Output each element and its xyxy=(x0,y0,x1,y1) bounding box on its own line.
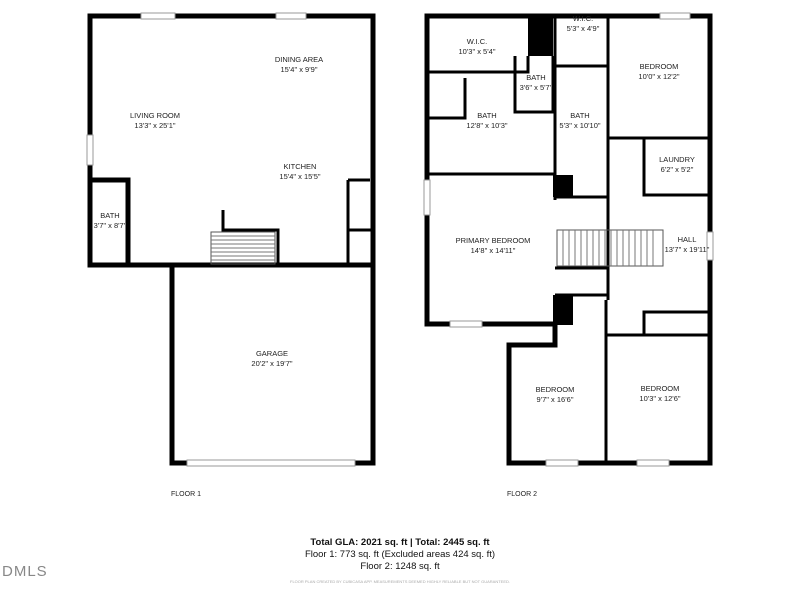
room-name: HALL xyxy=(678,235,697,244)
room-name: W.I.C. xyxy=(573,14,593,23)
room-dim: 10'0" x 12'2" xyxy=(638,72,679,81)
room-dim: 3'6" x 5'7" xyxy=(520,83,553,92)
room-name: BEDROOM xyxy=(640,62,679,71)
room-dim: 13'7" x 19'11" xyxy=(665,245,710,254)
room-name: BEDROOM xyxy=(641,384,680,393)
room-dim: 3'7" x 8'7" xyxy=(94,221,127,230)
dmls-logo: DMLS xyxy=(2,563,48,580)
room-dim: 10'3" x 12'6" xyxy=(639,394,680,403)
floor2-label: FLOOR 2 xyxy=(507,491,537,498)
room-name: GARAGE xyxy=(256,349,288,358)
room-dim: 10'3" x 5'4" xyxy=(459,47,496,56)
disclaimer: FLOOR PLAN CREATED BY CUBICASA APP. MEAS… xyxy=(290,579,510,584)
room-name: LIVING ROOM xyxy=(130,111,180,120)
room-dim: 5'3" x 10'10" xyxy=(559,121,600,130)
room-name: LAUNDRY xyxy=(659,155,695,164)
stairs-floor2 xyxy=(556,229,664,267)
room-dim: 9'7" x 16'6" xyxy=(537,395,574,404)
room-name: DINING AREA xyxy=(275,55,323,64)
room-dim: 12'8" x 10'3" xyxy=(466,121,507,130)
room-name: BATH xyxy=(100,211,119,220)
room-name: PRIMARY BEDROOM xyxy=(456,236,531,245)
room-dim: 5'3" x 4'9" xyxy=(567,24,600,33)
floor1-label: FLOOR 1 xyxy=(171,491,201,498)
floor1-area: Floor 1: 773 sq. ft (Excluded areas 424 … xyxy=(304,549,496,560)
room-dim: 20'2" x 19'7" xyxy=(251,359,292,368)
room-dim: 14'8" x 14'11" xyxy=(471,246,516,255)
room-dim: 15'4" x 15'5" xyxy=(279,172,320,181)
room-name: BATH xyxy=(526,73,545,82)
room-dim: 13'3" x 25'1" xyxy=(134,121,175,130)
room-name: KITCHEN xyxy=(284,162,317,171)
floor2-area: Floor 2: 1248 sq. ft xyxy=(360,561,440,572)
room-name: BATH xyxy=(570,111,589,120)
room-name: W.I.C. xyxy=(467,37,487,46)
room-dim: 15'4" x 9'9" xyxy=(281,65,318,74)
floor2-walls xyxy=(423,12,714,467)
room-dim: 6'2" x 5'2" xyxy=(661,165,694,174)
floor1-walls xyxy=(86,12,376,467)
total-area: Total GLA: 2021 sq. ft | Total: 2445 sq.… xyxy=(310,537,490,548)
room-name: BATH xyxy=(477,111,496,120)
stairs-floor1 xyxy=(210,231,276,265)
room-name: BEDROOM xyxy=(536,385,575,394)
